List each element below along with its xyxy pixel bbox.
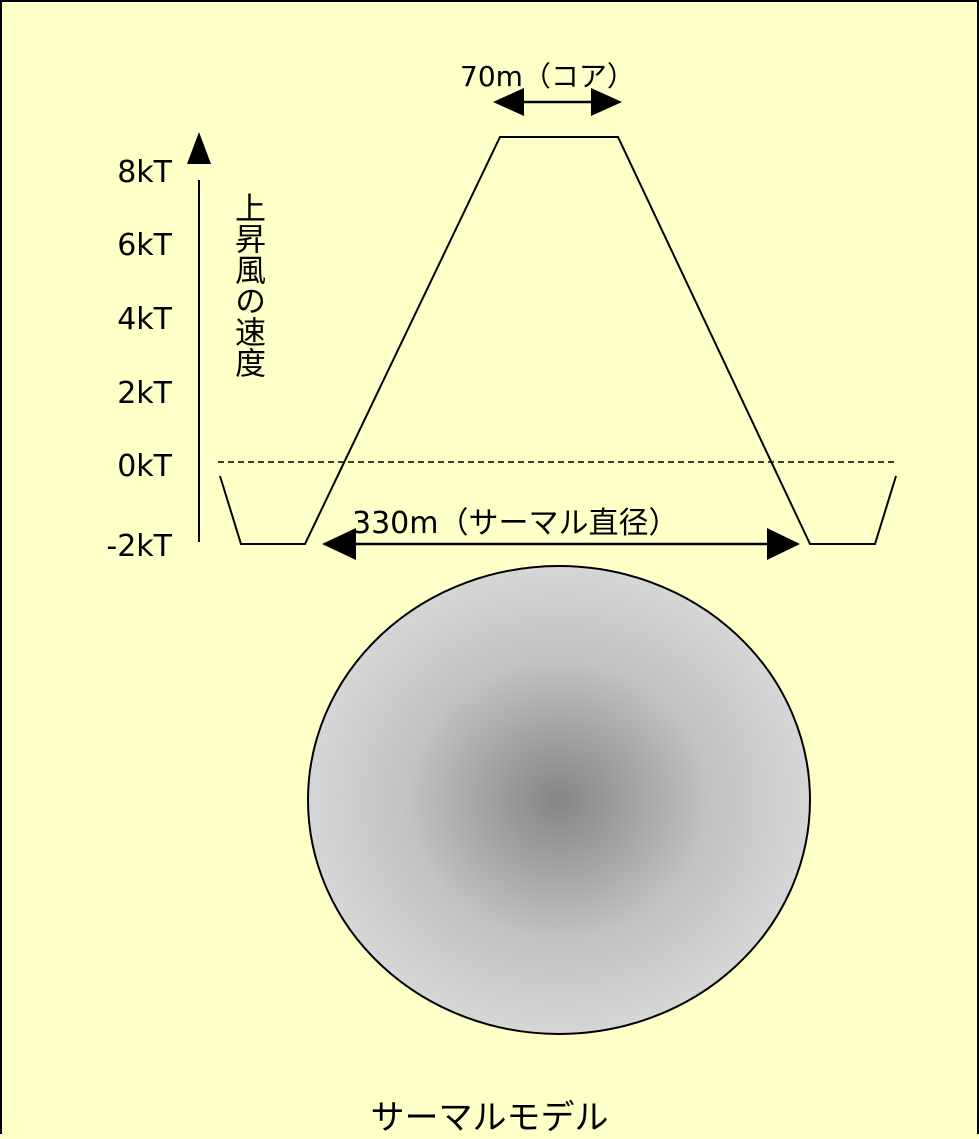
core-label: 70m（コア） — [460, 60, 635, 93]
velocity-profile — [219, 136, 897, 545]
core-arrowhead-right — [591, 88, 622, 116]
y-tick-label: 4kT — [117, 302, 172, 337]
diagram-caption: サーマルモデル — [370, 1098, 609, 1138]
y-tick-label: 6kT — [117, 228, 172, 263]
diameter-label: 330m（サーマル直径） — [352, 506, 678, 541]
y-axis-arrowhead — [187, 132, 211, 164]
y-tick-label: -2kT — [106, 529, 172, 564]
diameter-arrowhead-right — [767, 528, 800, 560]
y-tick-label: 0kT — [117, 449, 172, 484]
diameter-arrowhead-left — [322, 528, 356, 560]
thermal-circle — [307, 565, 811, 1035]
axis-title: 上昇風の速度 — [229, 192, 265, 378]
y-tick-label: 8kT — [117, 155, 172, 190]
core-arrowhead-left — [493, 88, 524, 116]
y-tick-label: 2kT — [117, 376, 172, 411]
